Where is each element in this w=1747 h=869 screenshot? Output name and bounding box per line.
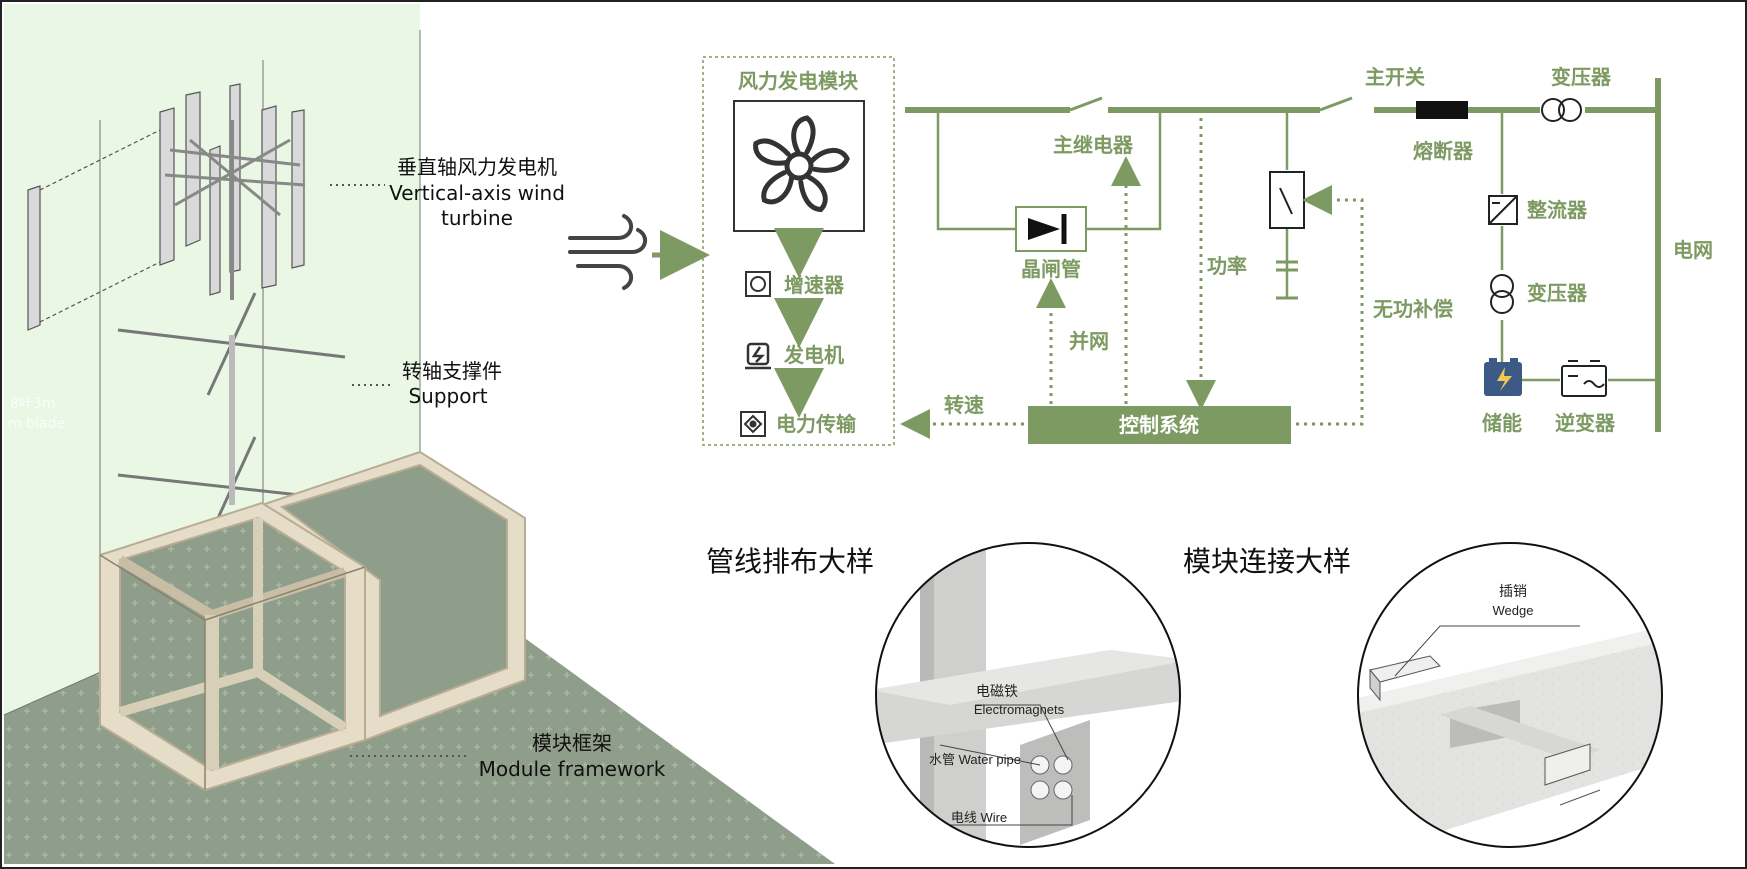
gearbox-icon <box>745 271 771 297</box>
grid-connect-label: 并网 <box>1069 329 1109 353</box>
faded-note-2: m blade <box>8 416 65 432</box>
main-switch-label: 主开关 <box>1365 65 1425 89</box>
pipe-detail-title: 管线排布大样 <box>706 545 874 578</box>
main-bus <box>905 78 1661 432</box>
reactive-comp-label: 无功补偿 <box>1373 297 1453 321</box>
control-system-label: 控制系统 <box>1119 413 1199 437</box>
wedge-label-cn: 插销 <box>1499 583 1527 599</box>
inverter-label: 逆变器 <box>1555 411 1616 435</box>
electromagnet-label-cn: 电磁铁 <box>976 683 1018 699</box>
electromagnet-label-en: Electromagnets <box>974 702 1065 717</box>
transformer-top-label: 变压器 <box>1551 65 1612 89</box>
storage-label: 储能 <box>1482 411 1522 435</box>
water-pipe-label: 水管 Water pipe <box>929 752 1021 767</box>
control-system-box <box>1028 406 1291 444</box>
relay-label: 主继电器 <box>1053 133 1134 157</box>
joint-detail-title: 模块连接大样 <box>1183 545 1351 578</box>
transmission-icon <box>740 411 766 437</box>
joint-detail: 模块连接大样 插销 Wedge <box>1183 542 1663 848</box>
speed-label: 转速 <box>944 393 984 417</box>
circuit-diagram: 风力发电模块 增速器 发电机 电力传输 <box>568 56 1713 446</box>
generator-icon <box>745 342 771 370</box>
support-label-en: Support <box>408 384 487 408</box>
joint-detail-circle <box>1357 542 1663 848</box>
turbine-label-en-1: Vertical-axis wind <box>389 181 565 205</box>
faded-note-1: 8叶3m <box>10 396 55 412</box>
frame-label-en: Module framework <box>479 757 666 781</box>
transformer-mid-symbol <box>1490 274 1514 314</box>
turbine <box>27 83 306 331</box>
transformer-mid-label: 变压器 <box>1527 281 1588 305</box>
power-label: 功率 <box>1207 254 1247 278</box>
wedge-label-en: Wedge <box>1493 603 1534 618</box>
pipe-detail-circle <box>875 542 1181 848</box>
rectifier-symbol <box>1488 195 1518 225</box>
pipe-detail: 管线排布大样 电磁铁 Electromagnets 水管 Water pipe … <box>706 542 1181 848</box>
generator-label: 发电机 <box>783 343 844 367</box>
axon-drawing: 8叶3m m blade 垂直轴风力发电机 Vertical-axis wind… <box>3 4 835 864</box>
inverter-icon <box>1561 360 1607 397</box>
comp-switch-symbol <box>1269 171 1305 229</box>
wire-label: 电线 Wire <box>951 810 1007 825</box>
wind-module-box <box>702 56 895 446</box>
module-frames <box>99 450 526 792</box>
turbine-label-cn: 垂直轴风力发电机 <box>397 155 557 179</box>
transmission-label: 电力传输 <box>776 412 857 436</box>
support-label-cn: 转轴支撑件 <box>402 359 502 383</box>
transformer-top-symbol <box>1541 98 1582 122</box>
fuse-label: 熔断器 <box>1413 139 1474 163</box>
storage-icon <box>1484 358 1522 396</box>
turbine-label-en-2: turbine <box>441 206 513 230</box>
wind-icon <box>568 214 648 290</box>
thyristor-label: 晶闸管 <box>1021 257 1081 281</box>
fan-icon <box>753 115 850 213</box>
grid-label: 电网 <box>1673 238 1713 262</box>
rectifier-label: 整流器 <box>1526 198 1588 222</box>
frame-label-cn: 模块框架 <box>532 731 612 755</box>
fuse-symbol <box>1416 101 1468 119</box>
gearbox-label: 增速器 <box>784 273 845 297</box>
module-title: 风力发电模块 <box>738 69 859 93</box>
